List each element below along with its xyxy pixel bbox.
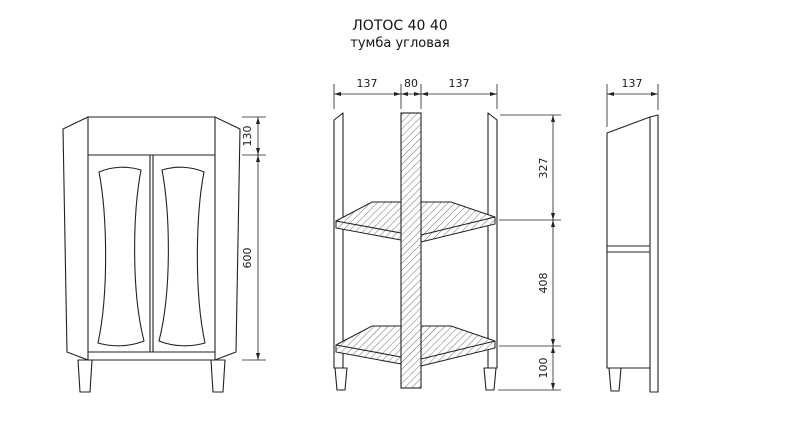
section-view: 137 80 137 327 408 100 — [333, 77, 561, 391]
dim-side-depth: 137 — [622, 77, 643, 90]
front-legs — [77, 359, 226, 393]
middle-shelf-front-edge — [335, 216, 496, 236]
bottom-shelf-front-edge — [335, 340, 496, 360]
dim-front-top-height: 130 — [241, 126, 254, 147]
side-outline — [606, 114, 659, 393]
door-decor-left — [97, 166, 145, 347]
corner-post-hatched — [400, 112, 422, 389]
dim-plan-right: 137 — [449, 77, 470, 90]
drawing-subtitle: тумба угловая — [350, 36, 449, 51]
plan-dimension-arrows — [334, 92, 497, 96]
title-block: ЛОТОС 40 40 тумба угловая — [350, 18, 449, 51]
dim-front-body-height: 600 — [241, 248, 254, 269]
cabinet-side-panels — [62, 116, 241, 361]
dim-height-bottom: 100 — [537, 358, 550, 379]
dim-height-middle: 408 — [537, 273, 550, 294]
cabinet-body-outline — [87, 116, 216, 361]
plan-extension-lines — [333, 84, 498, 109]
dim-plan-left: 137 — [357, 77, 378, 90]
section-legs — [334, 367, 497, 391]
front-extension-lines — [242, 116, 266, 361]
side-leg — [608, 367, 622, 392]
front-view: 130 600 — [62, 116, 266, 393]
drawing-title: ЛОТОС 40 40 — [352, 18, 447, 34]
height-extension-lines — [498, 114, 561, 391]
dim-plan-center: 80 — [404, 77, 418, 90]
door-decor-right — [158, 166, 206, 347]
dim-height-top: 327 — [537, 158, 550, 179]
side-extension-lines — [606, 84, 659, 127]
side-view: 137 — [606, 77, 659, 393]
